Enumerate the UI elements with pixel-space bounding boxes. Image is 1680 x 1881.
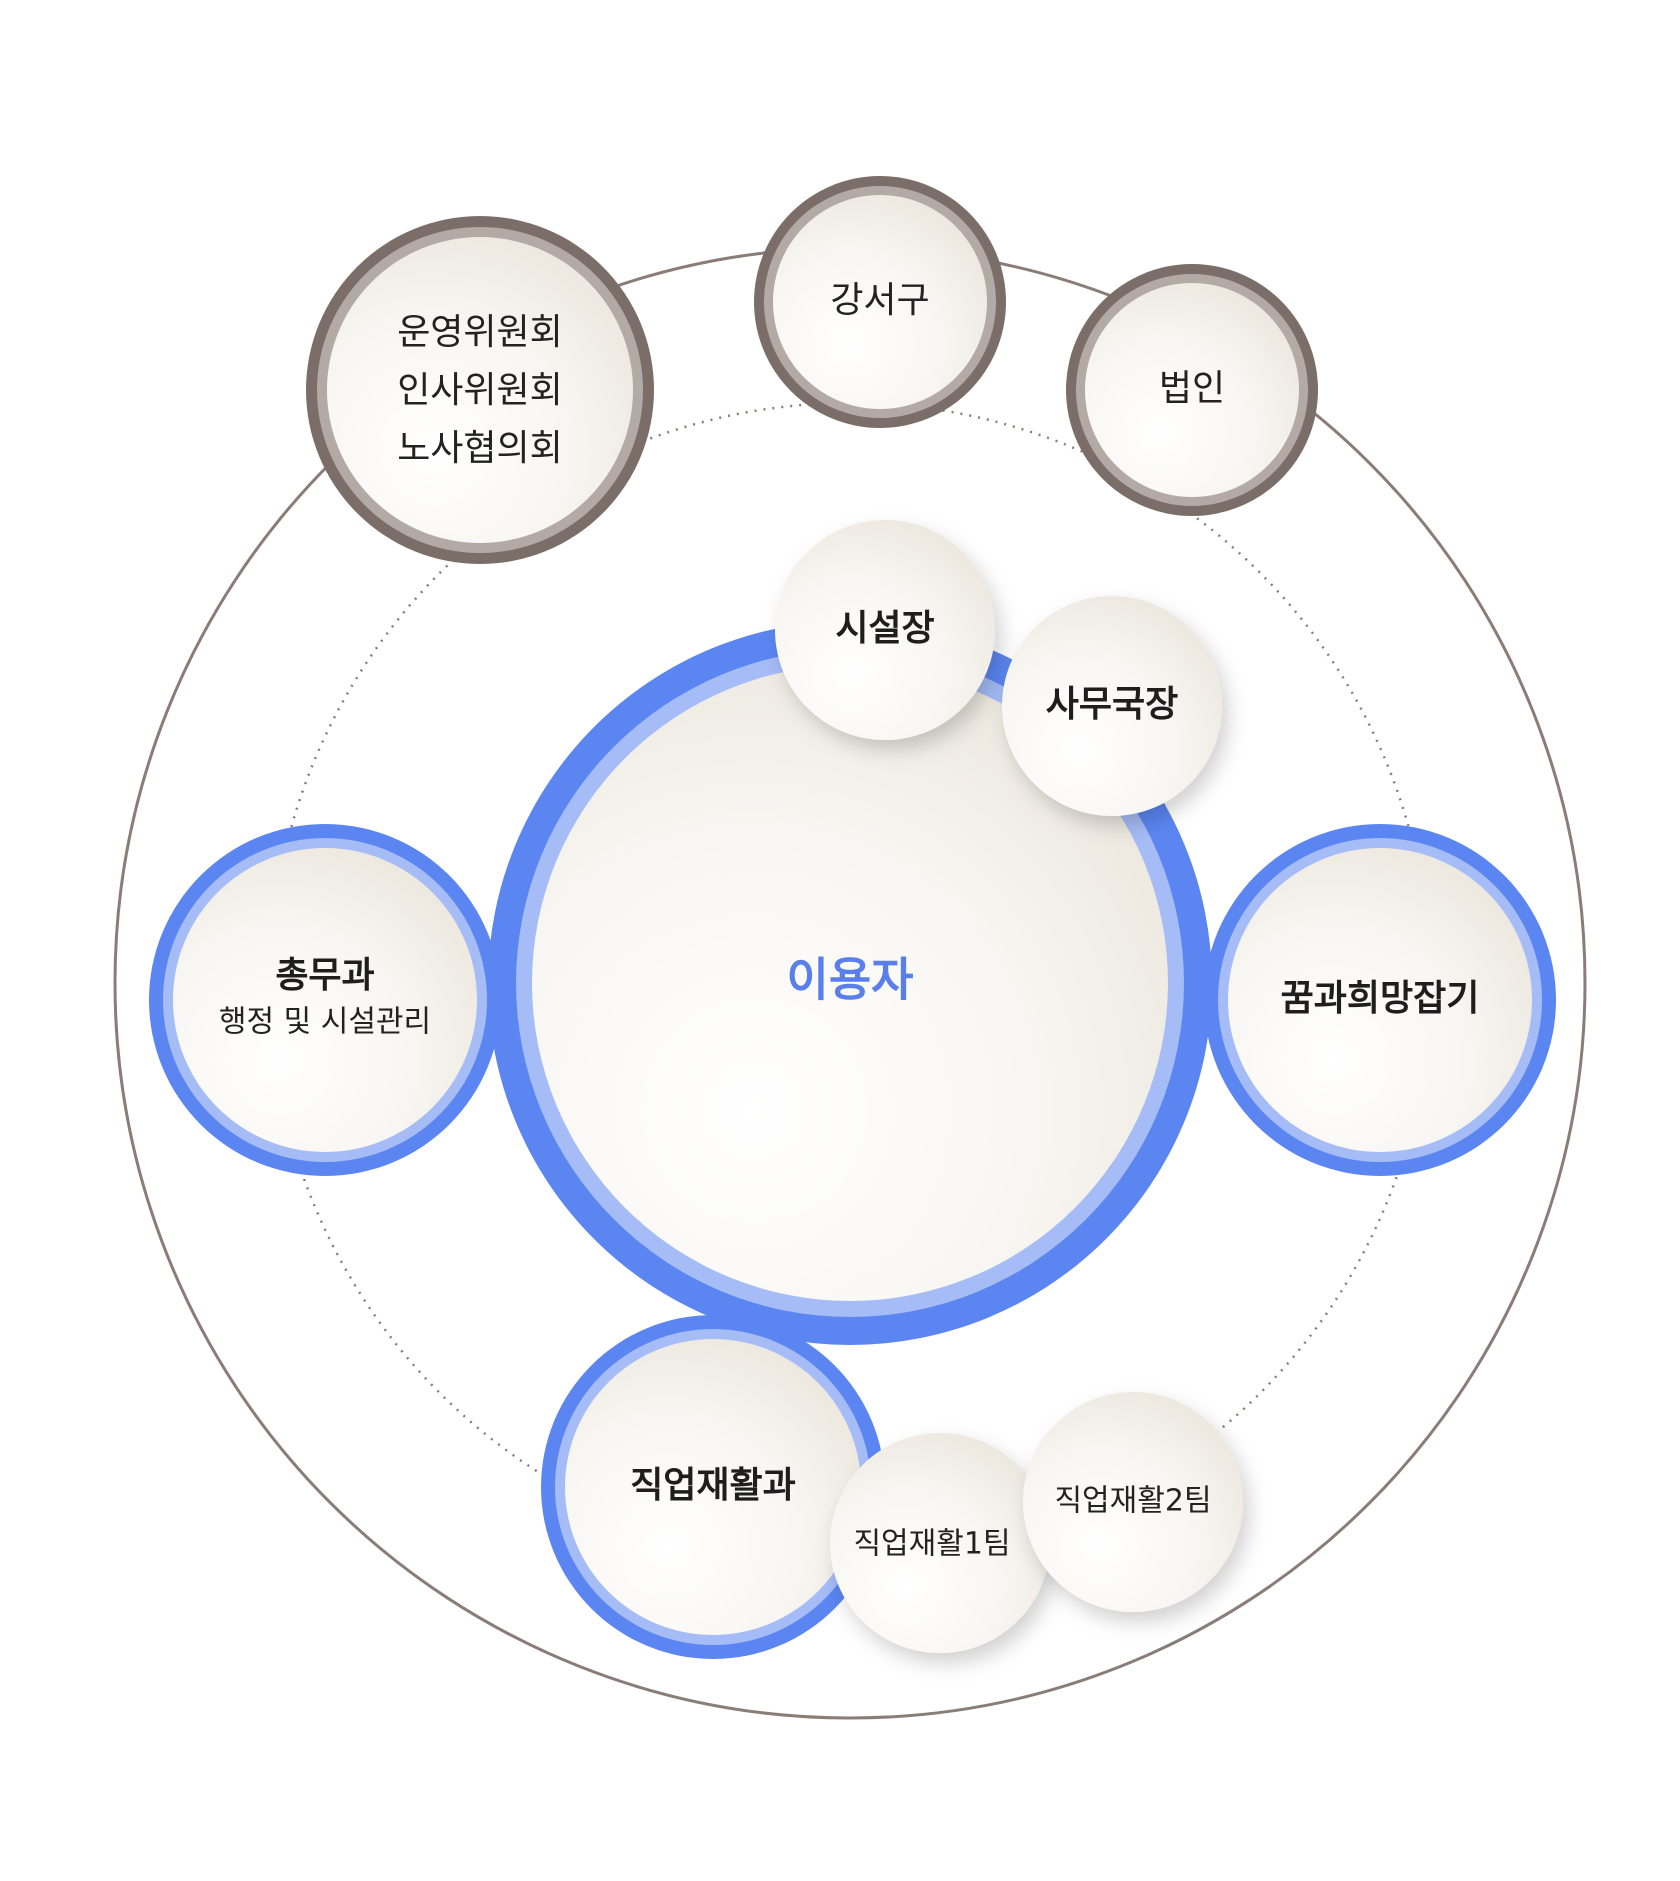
committee-line-3: 노사협의회 — [397, 428, 563, 469]
general-affairs-title: 총무과 — [275, 955, 374, 996]
general-affairs-subtitle: 행정 및 시설관리 — [219, 1005, 431, 1040]
committee-line-2: 인사위원회 — [397, 370, 563, 411]
center-user-node: 이용자 — [488, 621, 1212, 1345]
committee-line-1: 운영위원회 — [397, 312, 563, 353]
team2-node: 직업재활2팀 — [1023, 1392, 1243, 1612]
director-node: 시설장 — [775, 520, 995, 740]
corporation-label: 법인 — [1159, 368, 1225, 409]
team2-label: 직업재활2팀 — [1054, 1484, 1211, 1519]
team1-node: 직업재활1팀 — [830, 1433, 1050, 1653]
committee-node: 운영위원회 인사위원회 노사협의회 — [306, 216, 654, 564]
gangseo-label: 강서구 — [830, 280, 929, 321]
general-affairs-node: 총무과 행정 및 시설관리 — [149, 824, 501, 1176]
vocational-rehab-node: 직업재활과 — [541, 1315, 885, 1659]
vocational-rehab-title: 직업재활과 — [630, 1465, 796, 1506]
center-user-label: 이용자 — [787, 953, 914, 1007]
secretary-general-label: 사무국장 — [1046, 684, 1178, 725]
dream-hope-title: 꿈과희망잡기 — [1281, 978, 1480, 1019]
director-label: 시설장 — [835, 608, 934, 649]
secretary-general-node: 사무국장 — [1002, 596, 1222, 816]
corporation-node: 법인 — [1066, 264, 1318, 516]
dream-hope-node: 꿈과희망잡기 — [1204, 824, 1556, 1176]
team1-label: 직업재활1팀 — [853, 1527, 1010, 1562]
gangseo-node: 강서구 — [754, 176, 1006, 428]
